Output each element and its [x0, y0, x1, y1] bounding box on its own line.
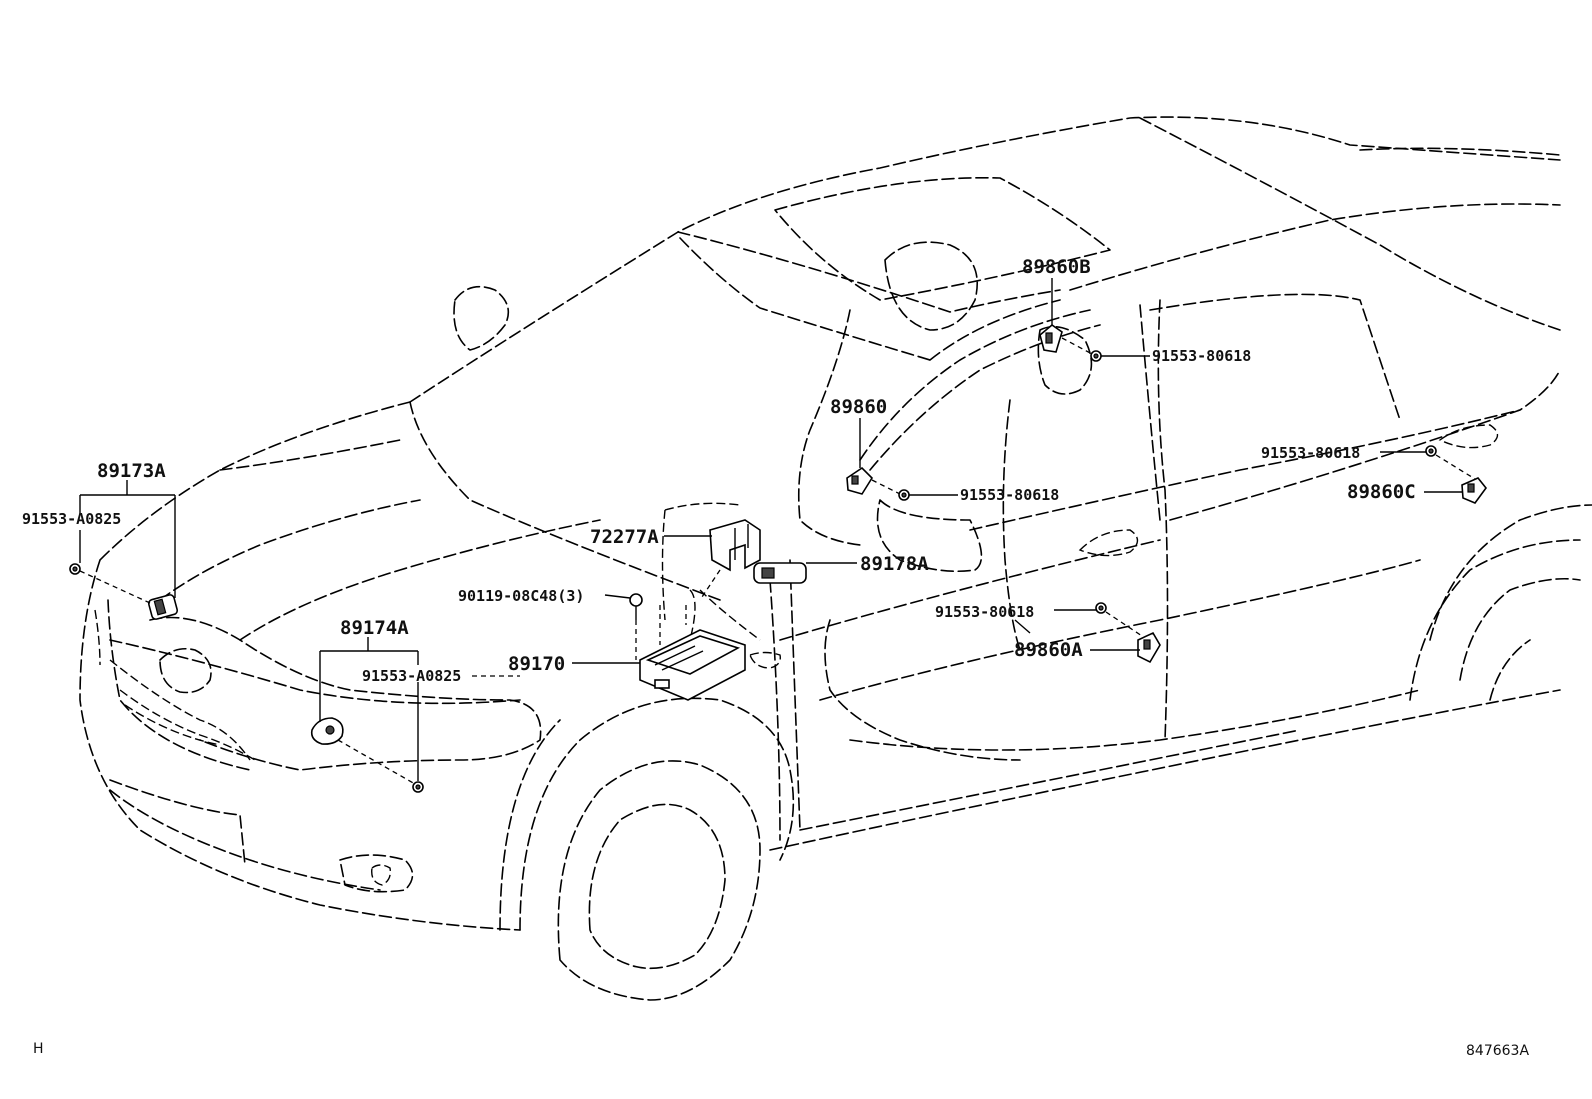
label-91553-80618-a: 91553-80618 [960, 486, 1059, 504]
sensor-89860-part [846, 466, 874, 495]
label-89174a: 89174A [340, 617, 409, 639]
label-89178a: 89178A [860, 553, 929, 575]
bolt-91553-a0825-mid-part [412, 781, 424, 793]
sensor-89860b-part [1039, 323, 1063, 353]
part-labels: 89173A 91553-A0825 89174A 91553-A0825 89… [22, 256, 1416, 685]
bracket-72277a-part [709, 519, 761, 572]
bolt-91553-80618-a-part [898, 489, 910, 501]
sensor-89860a-part [1137, 631, 1161, 664]
label-89860c: 89860C [1347, 481, 1416, 503]
sensor-89860c-part [1461, 477, 1488, 504]
label-89860b: 89860B [1022, 256, 1091, 278]
label-91553-80618-c: 91553-80618 [1261, 444, 1360, 462]
label-90119-08c48: 90119-08C48(3) [458, 587, 584, 605]
parts [69, 323, 1488, 793]
label-89170: 89170 [508, 653, 565, 675]
sensor-89178a-part [753, 562, 807, 584]
sensor-89174a-part [310, 717, 344, 745]
label-91553-a0825-left: 91553-A0825 [22, 510, 121, 528]
label-89860: 89860 [830, 396, 887, 418]
label-89173a: 89173A [97, 460, 166, 482]
car-outline [79, 116, 1592, 1001]
label-72277a: 72277A [590, 526, 659, 548]
label-91553-a0825-mid: 91553-A0825 [362, 667, 461, 685]
section-letter: H [33, 1041, 44, 1057]
label-89860a: 89860A [1014, 639, 1083, 661]
bolt-90119-part [629, 593, 643, 620]
label-91553-80618-d: 91553-80618 [935, 603, 1034, 621]
bolt-91553-80618-b-part [1090, 350, 1102, 362]
leader-lines [79, 278, 1463, 781]
sensor-89173a-part [147, 594, 179, 620]
label-91553-80618-b: 91553-80618 [1152, 347, 1251, 365]
illustration-number: 847663A [1466, 1043, 1529, 1059]
bolt-91553-80618-d-part [1095, 602, 1107, 614]
bolt-91553-80618-c-part [1425, 445, 1437, 457]
bolt-91553-a0825-left-part [69, 563, 81, 575]
airbag-ecu-89170-part [639, 629, 746, 701]
